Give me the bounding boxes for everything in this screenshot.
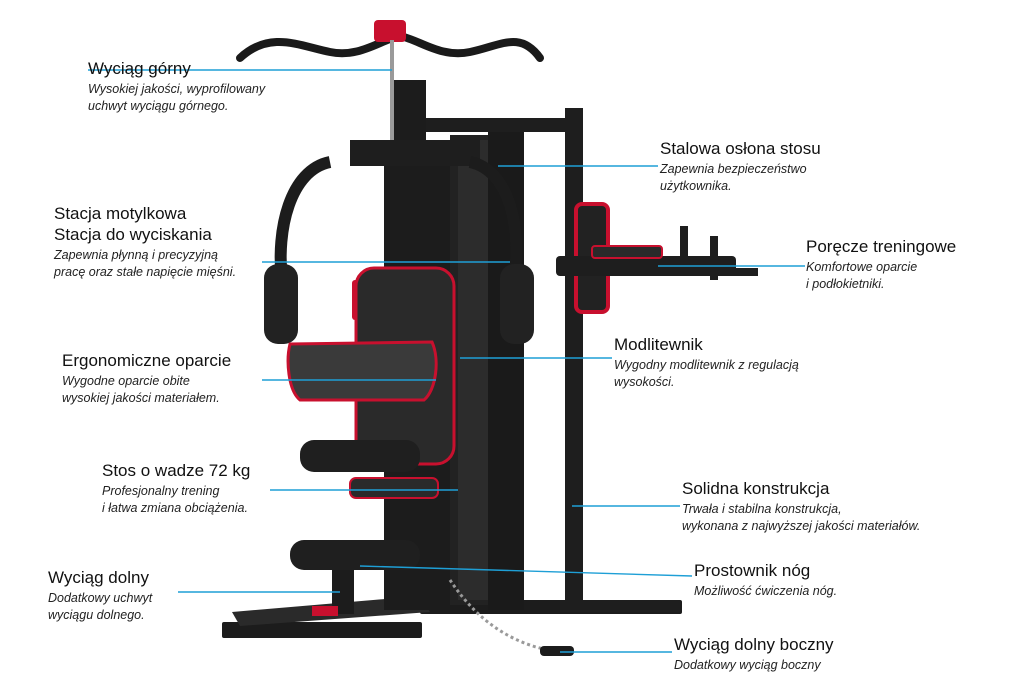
desc-line: Komfortowe oparcie [806, 260, 918, 274]
callout-title: Wyciąg dolny boczny [674, 635, 834, 654]
callout-title: Ergonomiczne oparcie [62, 351, 232, 370]
desc-line: Zapewnia płynną i precyzyjną [54, 248, 218, 262]
callout-desc: Zapewnia płynną i precyzyjną pracę oraz … [54, 247, 236, 281]
callout-butterfly: Stacja motylkowa Stacja do wyciskania Za… [54, 203, 236, 281]
ankle-handle [540, 646, 574, 656]
desc-line: wykonana z najwyższej jakości materiałów… [682, 519, 921, 533]
leg-roller [290, 540, 420, 570]
desc-line: Możliwość ćwiczenia nóg. [694, 584, 838, 598]
callout-side-low-pulley: Wyciąg dolny boczny Dodatkowy wyciąg boc… [674, 634, 834, 674]
desc-line: Trwała i stabilna konstrukcja, [682, 502, 842, 516]
dip-handle-bar [556, 256, 736, 276]
dip-grip-3 [700, 268, 758, 276]
top-bracket [350, 140, 480, 166]
callout-title: Wyciąg górny [88, 59, 191, 78]
butterfly-pad-left [264, 264, 298, 344]
callout-leg-extension: Prostownik nóg Możliwość ćwiczenia nóg. [694, 560, 837, 600]
callout-backrest: Ergonomiczne oparcie Wygodne oparcie obi… [62, 350, 231, 407]
callout-lines [88, 69, 805, 653]
callout-desc: Wygodne oparcie obite wysokiej jakości m… [62, 373, 231, 407]
callout-title: Stacja do wyciskania [54, 225, 212, 244]
desc-line: Wygodny modlitewnik z regulacją [614, 358, 799, 372]
desc-line: uchwyt wyciągu górnego. [88, 99, 229, 113]
top-roller [300, 440, 420, 472]
callout-desc: Wygodny modlitewnik z regulacją wysokośc… [614, 357, 799, 391]
low-pulley-red [312, 606, 338, 616]
desc-line: Dodatkowy wyciąg boczny [674, 658, 821, 672]
lat-chain [390, 40, 394, 140]
callout-desc: Możliwość ćwiczenia nóg. [694, 583, 837, 600]
desc-line: Profesjonalny trening [102, 484, 220, 498]
dip-grip-1 [680, 226, 688, 276]
leg-post [332, 570, 354, 614]
callout-construction: Solidna konstrukcja Trwała i stabilna ko… [682, 478, 920, 535]
callout-title: Stalowa osłona stosu [660, 139, 821, 158]
butterfly-pad-right [500, 264, 534, 344]
callout-desc: Wysokiej jakości, wyprofilowany uchwyt w… [88, 81, 265, 115]
top-crossbar [420, 118, 583, 132]
callout-dip-handles: Poręcze treningowe Komfortowe oparcie i … [806, 236, 956, 293]
callout-desc: Trwała i stabilna konstrukcja, wykonana … [682, 501, 920, 535]
seat-pad [349, 477, 439, 499]
callout-title: Prostownik nóg [694, 561, 811, 580]
desc-line: wysokości. [614, 375, 675, 389]
desc-line: użytkownika. [660, 179, 732, 193]
callout-weight-stack: Stos o wadze 72 kg Profesjonalny trening… [102, 460, 250, 517]
dip-grip-2 [710, 236, 718, 280]
callout-title: Modlitewnik [614, 335, 703, 354]
dip-armrest [591, 245, 663, 259]
desc-line: wysokiej jakości materiałem. [62, 391, 220, 405]
desc-line: wyciągu dolnego. [48, 608, 145, 622]
desc-line: Zapewnia bezpieczeństwo [660, 162, 807, 176]
low-pulley-chain [448, 579, 549, 652]
base-plate-front [222, 622, 422, 638]
desc-line: Dodatkowy uchwyt [48, 591, 153, 605]
callout-upper-pulley: Wyciąg górny Wysokiej jakości, wyprofilo… [88, 58, 265, 115]
callout-desc: Dodatkowy wyciąg boczny [674, 657, 834, 674]
callout-desc: Zapewnia bezpieczeństwo użytkownika. [660, 161, 821, 195]
lat-pulley [374, 20, 406, 42]
callout-low-pulley: Wyciąg dolny Dodatkowy uchwyt wyciągu do… [48, 567, 152, 624]
desc-line: Wysokiej jakości, wyprofilowany [88, 82, 266, 96]
desc-line: Wygodne oparcie obite [62, 374, 190, 388]
desc-line: pracę oraz stałe napięcie mięśni. [54, 265, 237, 279]
callout-title: Stacja motylkowa [54, 204, 187, 223]
callout-desc: Komfortowe oparcie i podłokietniki. [806, 259, 956, 293]
rear-foot [560, 600, 680, 612]
butterfly-arm-right [468, 156, 523, 281]
callout-desc: Profesjonalny trening i łatwa zmiana obc… [102, 483, 250, 517]
preacher-pad [286, 340, 438, 402]
desc-line: i łatwa zmiana obciążenia. [102, 501, 248, 515]
callout-preacher: Modlitewnik Wygodny modlitewnik z regula… [614, 334, 799, 391]
callout-stack-shroud: Stalowa osłona stosu Zapewnia bezpieczeń… [660, 138, 821, 195]
desc-line: i podłokietniki. [806, 277, 885, 291]
callout-title: Poręcze treningowe [806, 237, 957, 256]
callout-desc: Dodatkowy uchwyt wyciągu dolnego. [48, 590, 152, 624]
callout-title: Solidna konstrukcja [682, 479, 830, 498]
callout-title: Wyciąg dolny [48, 568, 149, 587]
callout-title: Stos o wadze 72 kg [102, 461, 251, 480]
